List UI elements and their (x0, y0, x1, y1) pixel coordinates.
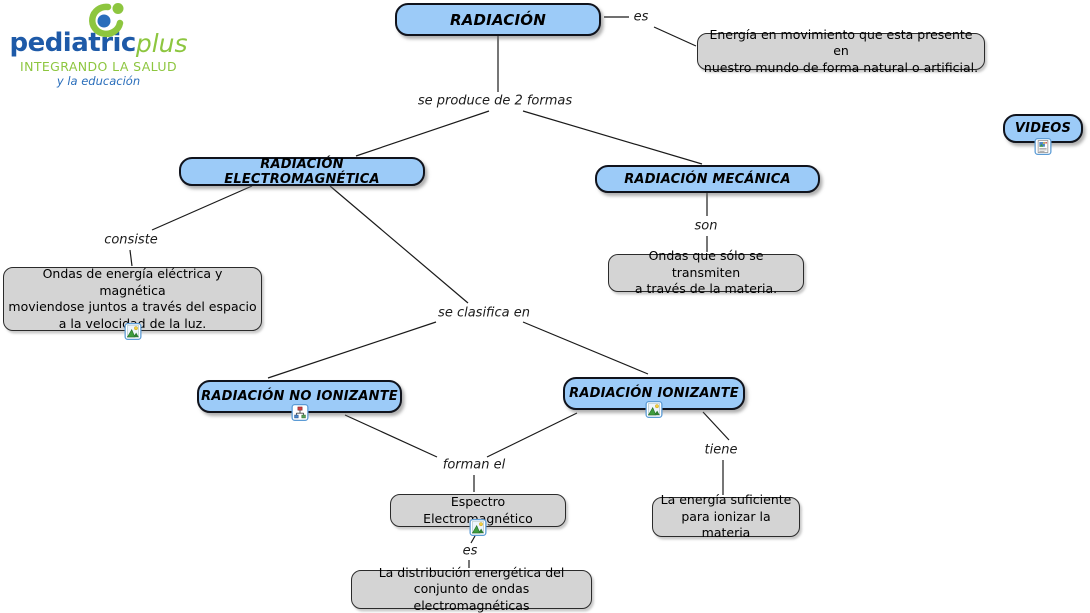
link-label-son: son (694, 218, 718, 234)
link-label-se-clasifica: se clasifica en (438, 305, 530, 321)
cmap-icon[interactable] (291, 404, 308, 421)
description-ondas-electricas-text: Ondas de energía eléctrica y magnética m… (8, 266, 257, 331)
doc-icon[interactable] (1034, 138, 1052, 155)
description-espectro[interactable]: Espectro Electromagnético (390, 494, 566, 536)
link-label-tiene: tiene (704, 442, 738, 458)
concept-radiacion-no-ionizante[interactable]: RADIACIÓN NO IONIZANTE (197, 380, 402, 421)
concept-radiacion-label: RADIACIÓN (449, 10, 547, 29)
description-energia-suficiente-text: La energía suficiente para ionizar la ma… (660, 492, 792, 541)
image-icon[interactable] (645, 401, 663, 418)
logo-tagline-educacion: y la educación (56, 74, 141, 88)
image-icon[interactable] (469, 519, 487, 536)
description-distribucion[interactable]: La distribución energética del conjunto … (351, 565, 592, 613)
link-label-se-produce: se produce de 2 formas (417, 93, 573, 109)
concept-radiacion[interactable]: RADIACIÓN (395, 3, 601, 36)
description-energia-text: Energía en movimiento que esta presente … (703, 26, 979, 75)
concept-videos[interactable]: VIDEOS (1003, 114, 1083, 155)
description-ondas-materia[interactable]: Ondas que sólo se transmiten a través de… (608, 248, 804, 296)
concept-radiacion-ionizante[interactable]: RADIACIÓN IONIZANTE (563, 377, 745, 418)
link-label-es-bottom: es (462, 543, 478, 559)
description-energia[interactable]: Energía en movimiento que esta presente … (697, 27, 985, 75)
description-energia-suficiente[interactable]: La energía suficiente para ionizar la ma… (652, 492, 800, 540)
link-label-forman-el: forman el (442, 457, 506, 473)
logo-tagline-salud: INTEGRANDO LA SALUD (20, 59, 177, 74)
concept-radiacion-ionizante-label: RADIACIÓN IONIZANTE (569, 386, 739, 401)
logo-text-plus: plus (135, 29, 188, 58)
concept-videos-label: VIDEOS (1014, 121, 1072, 136)
concept-radiacion-no-ionizante-label: RADIACIÓN NO IONIZANTE (201, 389, 398, 404)
description-espectro-text: Espectro Electromagnético (423, 494, 533, 526)
description-ondas-materia-text: Ondas que sólo se transmiten a través de… (634, 248, 778, 297)
concept-radiacion-mecanica[interactable]: RADIACIÓN MECÁNICA (595, 165, 820, 193)
concept-radiacion-mecanica-label: RADIACIÓN MECÁNICA (624, 171, 791, 187)
concept-radiacion-electromagnetica-label: RADIACIÓN ELECTROMAGNÉTICA (224, 156, 380, 187)
image-icon[interactable] (124, 323, 141, 340)
concept-radiacion-electromagnetica[interactable]: RADIACIÓN ELECTROMAGNÉTICA (179, 156, 425, 187)
link-label-es-top: es (633, 9, 649, 25)
link-label-consiste: consiste (104, 232, 158, 248)
description-ondas-electricas[interactable]: Ondas de energía eléctrica y magnética m… (3, 266, 262, 340)
description-distribucion-text: La distribución energética del conjunto … (378, 564, 565, 613)
logo-mark-icon (82, 2, 126, 46)
